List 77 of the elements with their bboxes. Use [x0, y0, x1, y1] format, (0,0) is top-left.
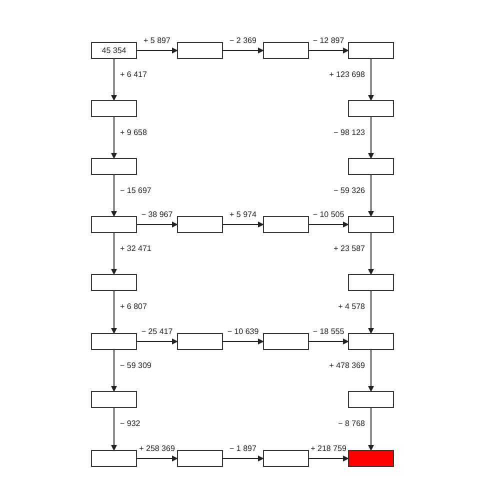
- edge-label: − 15 697: [120, 186, 152, 194]
- edge-label: + 9 658: [120, 128, 147, 136]
- empty-answer-box: [91, 100, 137, 117]
- edge-label: − 8 768: [338, 419, 365, 428]
- edge-label: + 6 417: [120, 70, 147, 78]
- arrow: [368, 58, 374, 101]
- empty-answer-box: [91, 216, 137, 233]
- edge-label: − 98 123: [334, 128, 365, 136]
- empty-answer-box: [177, 333, 223, 350]
- empty-answer-box: [348, 158, 394, 175]
- arrow: [368, 350, 374, 392]
- arrow: [111, 58, 117, 101]
- arrow: [111, 350, 117, 392]
- empty-answer-box: [263, 216, 309, 233]
- empty-answer-box: [91, 158, 137, 175]
- arrow: [222, 456, 264, 462]
- empty-answer-box: [348, 216, 394, 233]
- edge-label: + 218 759: [310, 444, 346, 452]
- arrow: [308, 338, 349, 344]
- empty-answer-box: [263, 450, 309, 467]
- arrow: [111, 232, 117, 275]
- edge-label: − 59 309: [120, 360, 152, 370]
- edge-label: − 1 897: [230, 444, 256, 452]
- empty-answer-box: [348, 100, 394, 117]
- edge-label: + 4 578: [338, 302, 365, 311]
- arrow: [368, 290, 374, 334]
- edge-label: − 18 555: [312, 326, 344, 336]
- edge-label: + 123 698: [329, 70, 365, 78]
- edge-label: + 5 897: [144, 36, 170, 44]
- edge-label: − 25 417: [141, 326, 173, 336]
- arrow: [308, 222, 349, 228]
- empty-answer-box: [263, 333, 309, 350]
- edge-label: + 6 807: [120, 302, 147, 311]
- arrow: [368, 408, 374, 451]
- empty-answer-box: [177, 216, 223, 233]
- empty-answer-box: [348, 274, 394, 291]
- empty-answer-box: [348, 333, 394, 350]
- arrow: [136, 48, 178, 54]
- arrow: [136, 338, 178, 344]
- arrow: [222, 338, 264, 344]
- edge-label: − 38 967: [141, 210, 173, 218]
- arrow: [368, 174, 374, 217]
- arrow: [308, 456, 349, 462]
- empty-answer-box: [177, 42, 223, 59]
- arrow: [111, 174, 117, 217]
- edge-label: + 258 369: [139, 444, 175, 452]
- edge-label: − 2 369: [230, 36, 256, 44]
- empty-answer-box: [91, 274, 137, 291]
- edge-label: − 12 897: [312, 36, 344, 44]
- edge-label: − 59 326: [334, 186, 365, 194]
- empty-answer-box: [91, 450, 137, 467]
- arrow: [222, 222, 264, 228]
- arrow: [368, 232, 374, 275]
- edge-label: + 32 471: [120, 244, 152, 252]
- edge-label: + 478 369: [329, 360, 365, 370]
- empty-answer-box: [91, 391, 137, 408]
- empty-answer-box: [91, 333, 137, 350]
- empty-answer-box: [177, 450, 223, 467]
- arrow: [308, 48, 349, 54]
- empty-answer-box: [263, 42, 309, 59]
- empty-answer-box: [348, 450, 394, 467]
- edge-label: + 5 974: [230, 210, 256, 218]
- edge-label: − 10 505: [312, 210, 344, 218]
- arrow: [136, 456, 178, 462]
- arrow: [111, 116, 117, 159]
- arrow: [368, 116, 374, 159]
- edge-label: − 932: [120, 419, 140, 428]
- start-number: 45 354: [102, 46, 126, 55]
- empty-answer-box: [348, 42, 394, 59]
- empty-answer-box: [348, 391, 394, 408]
- number-box: [91, 42, 137, 59]
- arrow: [222, 48, 264, 54]
- edge-label: − 10 639: [227, 326, 259, 336]
- edge-label: + 23 587: [334, 244, 365, 252]
- arrow: [136, 222, 178, 228]
- arrow: [111, 290, 117, 334]
- arrow: [111, 408, 117, 451]
